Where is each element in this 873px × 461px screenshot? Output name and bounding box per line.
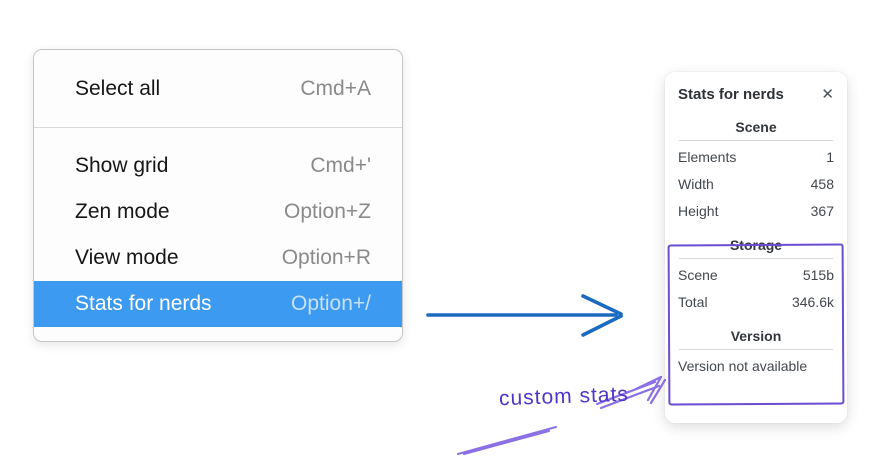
version-note: Version not available bbox=[678, 358, 808, 374]
section-divider bbox=[679, 258, 833, 259]
stat-value: 515b bbox=[802, 267, 834, 283]
version-section-heading: Version bbox=[730, 328, 782, 344]
menu-item-label: View mode bbox=[75, 246, 179, 269]
menu-item-shortcut: Option+Z bbox=[284, 200, 371, 223]
menu-item-zen-mode[interactable]: Zen mode Option+Z bbox=[34, 189, 402, 235]
stat-label: Total bbox=[678, 294, 708, 310]
menu-item-shortcut: Cmd+' bbox=[310, 154, 371, 177]
menu-item-stats-for-nerds[interactable]: Stats for nerds Option+/ bbox=[34, 281, 402, 327]
menu-item-shortcut: Option+/ bbox=[291, 292, 371, 315]
scene-section-heading: Scene bbox=[735, 119, 777, 135]
menu-divider bbox=[34, 127, 402, 128]
section-divider bbox=[679, 349, 833, 350]
stat-value: 1 bbox=[826, 149, 834, 165]
menu-item-label: Stats for nerds bbox=[75, 292, 212, 315]
menu-item-select-all[interactable]: Select all Cmd+A bbox=[34, 50, 402, 127]
stat-label: Height bbox=[678, 203, 719, 219]
menu-item-view-mode[interactable]: View mode Option+R bbox=[34, 235, 402, 281]
stat-row-total-storage: Total 346.6k bbox=[678, 289, 834, 316]
menu-item-label: Select all bbox=[75, 76, 161, 100]
custom-stats-annotation-label: custom stats bbox=[498, 382, 630, 411]
stats-panel: Stats for nerds ✕ Scene Elements 1 Width… bbox=[665, 72, 847, 423]
purple-tail-line bbox=[457, 426, 557, 455]
stat-value: 458 bbox=[810, 176, 834, 192]
stat-label: Elements bbox=[678, 149, 737, 165]
stat-label: Scene bbox=[678, 267, 718, 283]
menu-item-shortcut: Cmd+A bbox=[300, 76, 371, 100]
storage-section-heading: Storage bbox=[729, 237, 783, 253]
stat-row-scene-storage: Scene 515b bbox=[678, 262, 834, 289]
stat-row-width: Width 458 bbox=[678, 171, 834, 198]
section-divider bbox=[679, 140, 833, 141]
stat-value: 367 bbox=[810, 203, 834, 219]
stats-panel-header: Stats for nerds ✕ bbox=[678, 86, 834, 103]
stats-panel-title: Stats for nerds bbox=[678, 86, 784, 103]
context-menu: Select all Cmd+A Show grid Cmd+' Zen mod… bbox=[33, 49, 403, 342]
menu-item-label: Show grid bbox=[75, 154, 169, 177]
menu-item-shortcut: Option+R bbox=[281, 246, 371, 269]
stat-value: 346.6k bbox=[791, 294, 834, 310]
stat-label: Width bbox=[678, 176, 714, 192]
stat-row-elements: Elements 1 bbox=[678, 144, 834, 171]
menu-item-show-grid[interactable]: Show grid Cmd+' bbox=[34, 143, 402, 189]
stat-row-height: Height 367 bbox=[678, 198, 834, 225]
close-icon[interactable]: ✕ bbox=[821, 86, 834, 103]
menu-item-label: Zen mode bbox=[75, 200, 170, 223]
menu-group: Show grid Cmd+' Zen mode Option+Z View m… bbox=[34, 128, 402, 339]
blue-arrow bbox=[426, 294, 623, 337]
